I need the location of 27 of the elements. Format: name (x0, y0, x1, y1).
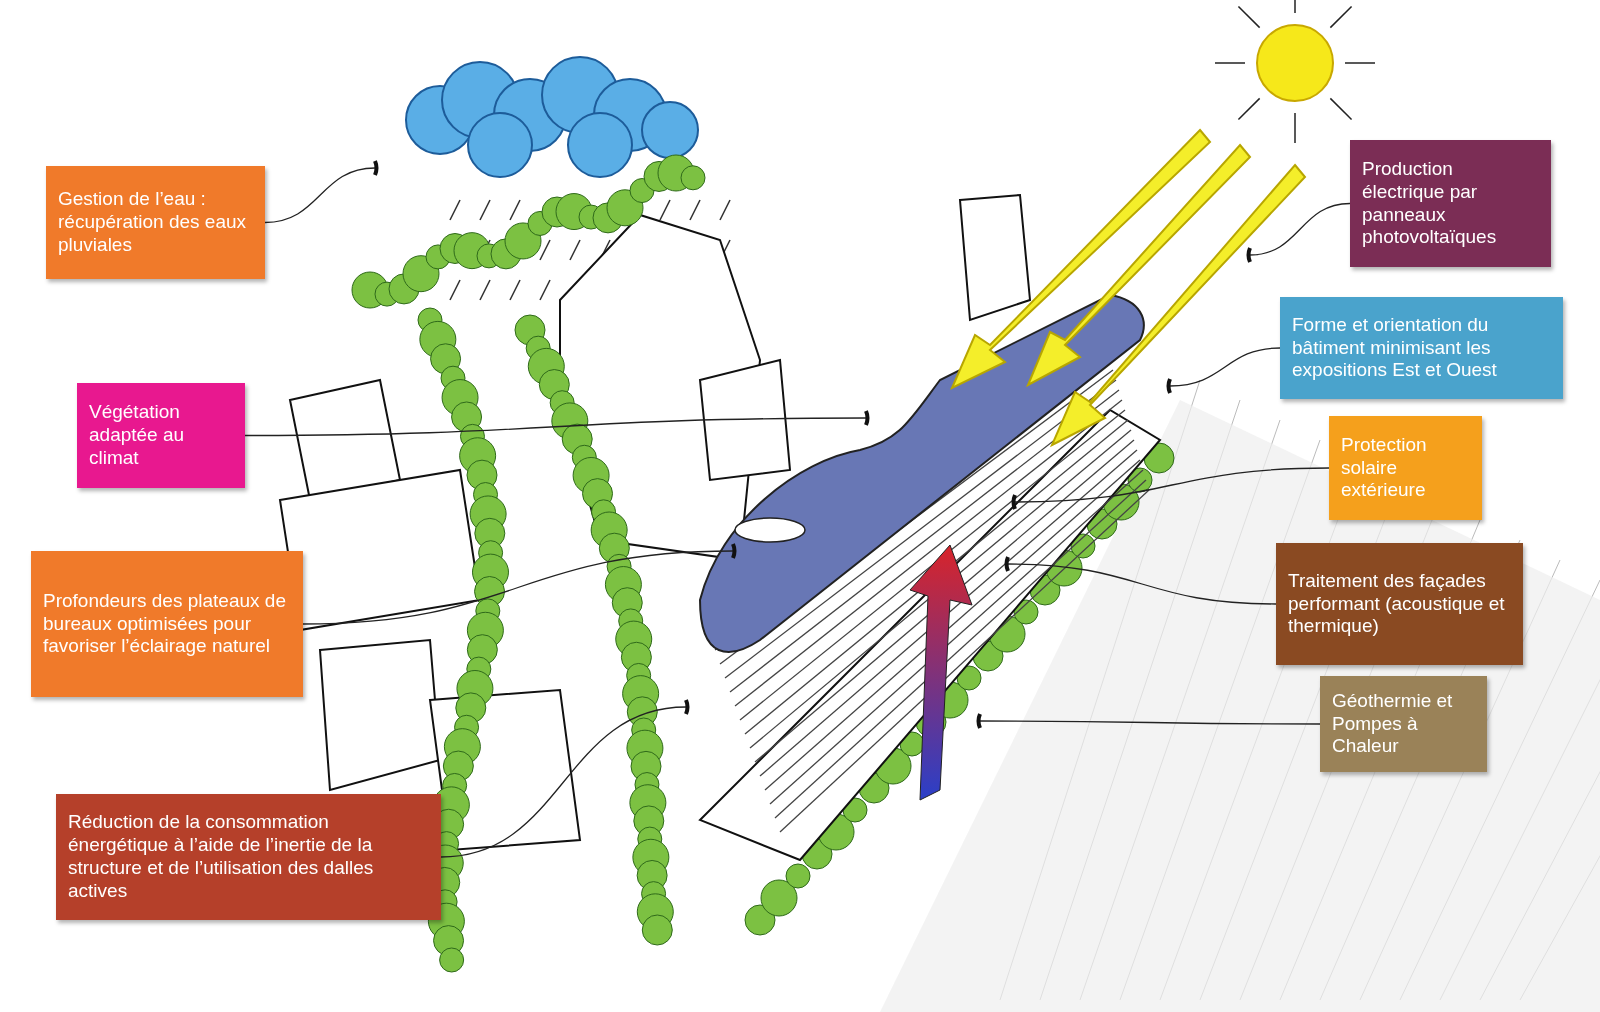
callout-box (31, 551, 303, 697)
callout-text: Profondeurs des plateaux de bureaux optimisées pour favoriser l’éclairage naturel (43, 589, 287, 659)
callout-box (1276, 543, 1523, 665)
leader-line (264, 159, 379, 224)
callout-text: Protection solaire extérieure (1341, 433, 1428, 503)
leader-line (302, 542, 737, 625)
callout-text: Réduction de la consommation énergétique à l’aide de l’inertie de la structure et de l’utilisation des dalles actives (68, 811, 375, 903)
callout-box (1280, 297, 1563, 399)
callout-box (1350, 140, 1551, 267)
callout-box (1329, 416, 1482, 520)
callout-text: Végétation adaptée au climat (89, 401, 186, 470)
callout-text: Forme et orientation du bâtiment minimisant les expositions Est et Ouest (1292, 313, 1498, 383)
callout-text: Production électrique par panneaux photovoltaïques (1362, 157, 1498, 250)
leader-line (244, 409, 870, 437)
leader-line (1166, 347, 1281, 395)
leader-line (1011, 467, 1330, 511)
callout-text: Traitement des façades performant (acoustique et thermique) (1288, 569, 1506, 639)
callout-text: Gestion de l’eau : récupération des eaux pluviales (58, 188, 247, 257)
callout-box (77, 383, 245, 488)
leader-line (1246, 202, 1351, 264)
leader-line (1004, 555, 1277, 605)
leader-line (440, 698, 690, 858)
callout-box (46, 166, 265, 279)
leader-line (976, 712, 1321, 730)
callout-text: Géothermie et Pompes à Chaleur (1332, 689, 1454, 759)
callout-box (1320, 676, 1487, 772)
callout-box (56, 794, 441, 920)
